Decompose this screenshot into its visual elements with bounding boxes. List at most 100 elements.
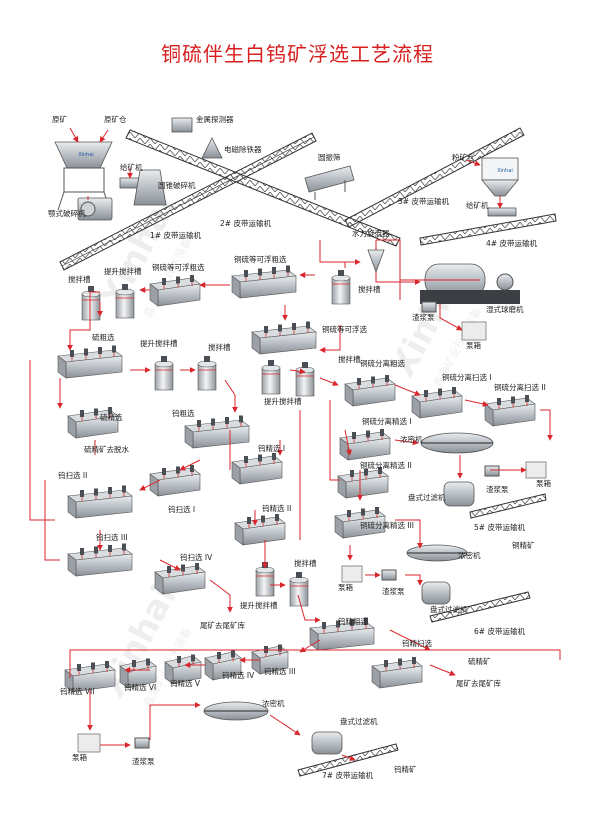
label-w-clean4: 钨精选 IV [222, 670, 255, 680]
hydrocyclone [367, 249, 385, 274]
label-thickener2: 浓密机 [458, 550, 481, 560]
label-slurry-pump1: 渣浆泵 [412, 312, 435, 322]
agitation-tank-3 [197, 356, 217, 391]
label-raw-ore-bin: 原矿仓 [104, 114, 127, 124]
label-slurry-pump3: 渣浆泵 [382, 586, 405, 596]
label-pump-box3: 泵箱 [338, 582, 353, 592]
label-agitator2: 搅拌槽 [358, 284, 381, 294]
disc-filter-2 [421, 581, 451, 605]
label-w-scav2: 钨扫选 II [58, 470, 87, 480]
label-cusf-sep-scav2: 铜硫分离扫选 II [494, 382, 546, 392]
cone-crusher [133, 169, 167, 206]
brand-logo: Xinhai [497, 168, 513, 174]
label-belt1: 1# 皮带运输机 [150, 230, 201, 240]
thickener-1 [420, 432, 494, 454]
flotation-bank-w-scav3 [67, 543, 133, 577]
label-hydrocyclone: 水力旋流器 [352, 228, 390, 238]
label-pump-box2: 泵箱 [536, 478, 551, 488]
agitation-tank-1 [115, 284, 135, 319]
label-w-clean-scav: 钨精扫选 [402, 638, 432, 648]
label-ball-mill: 湿式球磨机 [486, 304, 524, 314]
label-belt2: 2# 皮带运输机 [220, 218, 271, 228]
label-belt6: 6# 皮带运输机 [474, 626, 525, 636]
flotation-bank-w-scav4 [154, 563, 206, 595]
label-w-clean2: 钨精选 II [262, 503, 291, 513]
belt-conveyor-7 [297, 743, 399, 777]
slurry-pump-2 [484, 465, 500, 477]
label-cusf-sep-clean3: 铜硫分离精选 III [360, 520, 414, 530]
label-magnetic-separator: 电磁除铁器 [224, 144, 262, 154]
flotation-bank-cusf-rough-1 [149, 275, 201, 307]
flotation-bank-sulfur-rough [57, 345, 123, 379]
vibrating-screen [304, 165, 355, 200]
label-agitator4: 搅拌槽 [338, 354, 361, 364]
label-w-clean5: 钨精选 V [170, 678, 201, 688]
belt-conveyor-3 [344, 127, 525, 228]
label-vibrating-screen: 圆振筛 [318, 152, 341, 162]
label-slurry-pump2: 渣浆泵 [486, 484, 509, 494]
belt-conveyor-5 [469, 493, 547, 519]
label-metal-detector: 金属探测器 [196, 114, 234, 124]
flotation-bank-w-clean-scav [371, 657, 423, 689]
slurry-pump-4 [134, 737, 150, 749]
label-cusf-sep-scav1: 铜硫分离扫选 I [442, 372, 492, 382]
label-pump-box4: 泵箱 [72, 752, 87, 762]
flotation-bank-cusf-rough-2 [231, 265, 297, 299]
agitation-tanks [81, 270, 351, 607]
pump-box-1 [461, 321, 487, 341]
label-feeder2: 给矿机 [466, 200, 489, 210]
agitation-tank-5 [289, 572, 309, 607]
metal-detector [171, 117, 193, 133]
flotation-bank-w-clean-rough [309, 617, 375, 651]
label-disc-filter2: 盘式过滤机 [430, 604, 468, 614]
label-belt5: 5# 皮带运输机 [474, 522, 525, 532]
flotation-bank-w-clean1 [231, 453, 283, 485]
agitation-tank-2 [331, 270, 351, 305]
flotation-bank-cusf-sep-clean2 [337, 467, 389, 499]
agitation-tank-lift-1 [81, 286, 101, 321]
slurry-pump-3 [381, 569, 397, 581]
flotation-bank-w-rough [184, 415, 250, 449]
powder-ore-bin [481, 157, 519, 197]
label-belt3: 3# 皮带运输机 [398, 196, 449, 206]
label-w-conc: 钨精矿 [394, 764, 417, 774]
disc-filter-1 [443, 481, 475, 507]
agitation-tank-lift-3 [261, 360, 281, 395]
ball-mill [420, 263, 520, 304]
label-cusf-equal-rough1: 铜硫等可浮粗选 [152, 262, 205, 272]
label-cusf-equal-rough2: 铜硫等可浮粗选 [234, 254, 287, 264]
label-belt7: 7# 皮带运输机 [322, 770, 373, 780]
label-w-clean7: 钨精选 VII [60, 686, 94, 696]
brand-logo: Xinhai [78, 152, 94, 158]
flotation-bank-cusf-float [251, 321, 317, 355]
label-slurry-pump4: 渣浆泵 [132, 756, 155, 766]
label-w-clean-rough: 钨精粗选 [338, 616, 368, 626]
label-belt4: 4# 皮带运输机 [486, 238, 537, 248]
flotation-bank-cusf-sep-clean3 [334, 507, 386, 539]
flotation-bank-w-clean4 [204, 650, 242, 681]
flotation-bank-sulfur-clean [67, 407, 119, 439]
label-lift-agitator2: 提升搅拌槽 [140, 338, 178, 348]
page-title: 铜硫伴生白钨矿浮选工艺流程 [161, 42, 434, 66]
flotation-bank-cusf-sep-scav1 [411, 387, 463, 419]
label-cusf-sep-clean2: 铜硫分离精选 II [360, 460, 412, 470]
label-pump-box1: 泵箱 [466, 340, 481, 350]
label-tailings1: 尾矿去尾矿库 [200, 620, 245, 630]
slurry-pump-1 [421, 301, 437, 313]
label-w-clean3: 钨精选 III [264, 666, 296, 676]
agitation-tank-lift-2 [154, 356, 174, 391]
flotation-bank-w-scav1 [149, 465, 201, 497]
magnetic-separator [201, 137, 223, 159]
flotation-bank-w-clean2 [234, 514, 286, 546]
label-disc-filter1: 盘式过滤机 [408, 492, 446, 502]
label-thickener1: 浓密机 [400, 434, 423, 444]
thickener-2 [406, 544, 468, 562]
label-agitator5: 搅拌槽 [294, 558, 317, 568]
label-thickener3: 浓密机 [262, 698, 285, 708]
jaw-crusher [77, 197, 113, 221]
belt-conveyor-4 [419, 213, 557, 246]
feeder-2 [487, 207, 517, 217]
flotation-bank-w-clean5 [164, 654, 202, 685]
label-lift-agitator1: 提升搅拌槽 [104, 266, 142, 276]
disc-filter-3 [311, 731, 343, 755]
